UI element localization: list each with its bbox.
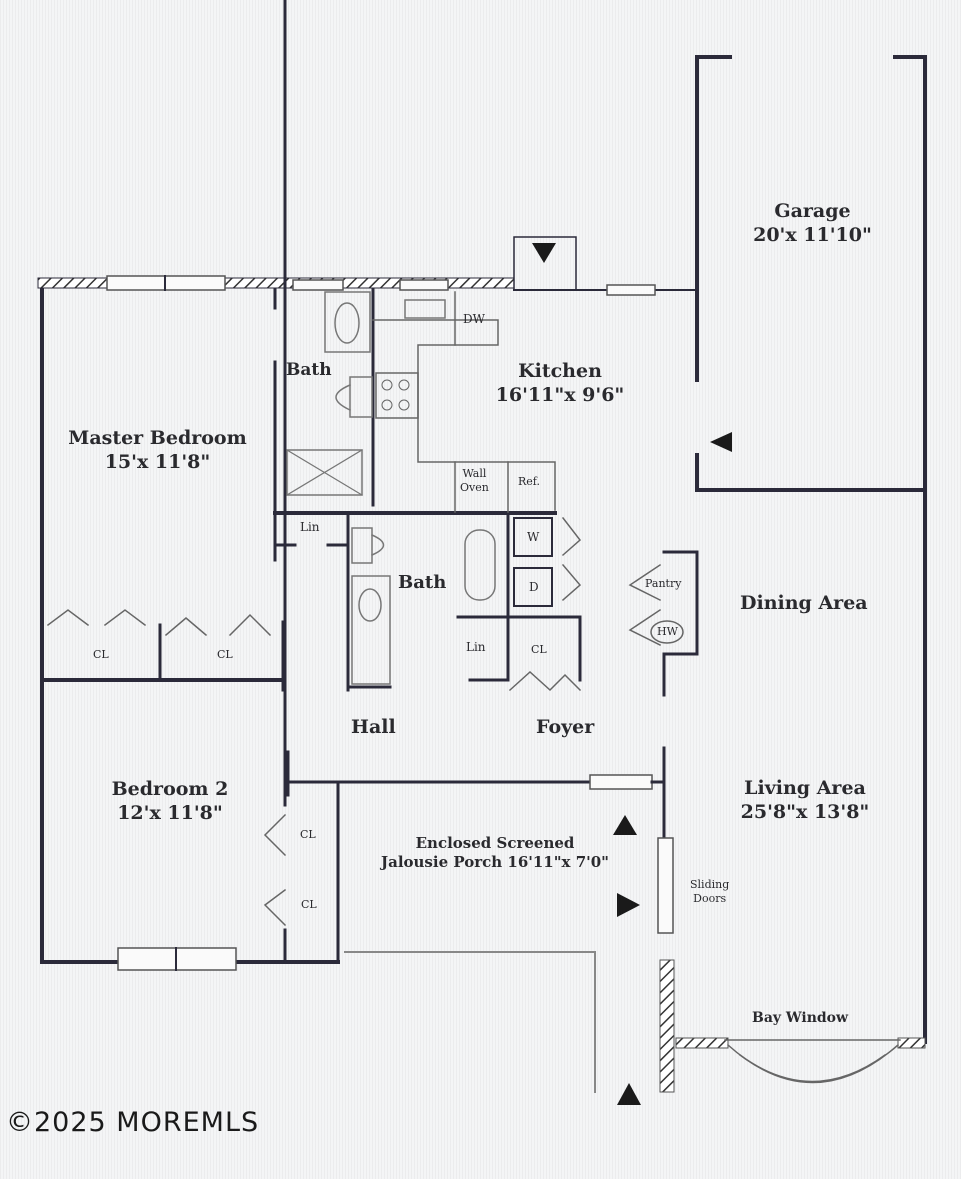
kitchen-label: Kitchen 16'11"x 9'6" [495,360,625,406]
closet-label: CL [93,648,109,661]
dining-area-label: Dining Area [740,592,868,614]
watermark: ©2025 MOREMLS [6,1107,260,1138]
linen-closet-label: Lin [466,640,486,654]
closet-label: CL [301,898,317,911]
dishwasher-label: DW [463,312,485,326]
closet-label: CL [300,828,316,841]
closet-label: CL [531,643,547,656]
hall-bath-label: Bath [398,572,447,593]
master-bedroom-label: Master Bedroom 15'x 11'8" [68,427,247,473]
dryer-label: D [529,580,539,594]
foyer-label: Foyer [536,716,595,738]
garage-label: Garage 20'x 11'10" [753,200,872,246]
refrigerator-label: Ref. [518,475,540,488]
entry-arrow-icons [532,243,732,1105]
bedroom-2-label: Bedroom 2 12'x 11'8" [111,778,229,824]
living-area-label: Living Area 25'8"x 13'8" [740,777,870,823]
wall-oven-label: Wall Oven [460,467,489,494]
washer-label: W [527,530,540,544]
bay-window-label: Bay Window [752,1010,849,1026]
water-heater-label: HW [657,625,678,638]
sliding-doors-label: Sliding Doors [690,878,730,905]
hall-label: Hall [351,716,396,738]
pantry-label: Pantry [645,577,682,590]
linen-closet-label: Lin [300,520,320,534]
closet-label: CL [217,648,233,661]
master-bath-label: Bath [286,360,332,380]
porch-label: Enclosed Screened Jalousie Porch 16'11"x… [381,834,609,871]
